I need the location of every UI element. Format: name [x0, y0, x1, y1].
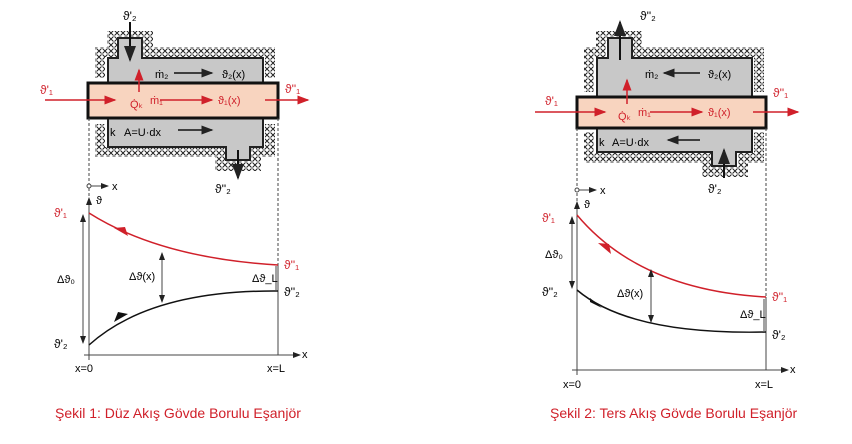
delta-t0-label: Δϑ₀ [57, 274, 75, 286]
delta-tL-label: Δϑ_L [252, 273, 278, 285]
plot-hot-outlet: ϑ''₁ [284, 258, 299, 272]
figure-1-parallel-flow: ϑ'₂ ϑ''₂ ϑ'₁ ϑ''₁ ṁ₂ ϑ₂(x) Q̇ₖ ṁ₁ ϑ₁(x) … [40, 9, 310, 375]
x0-label: x=0 [563, 379, 581, 391]
shell [107, 37, 264, 161]
plot-hot-inlet: ϑ'₁ [542, 211, 555, 225]
figure-2-counter-flow: ϑ''₂ ϑ'₂ ϑ'₁ ϑ''₁ ṁ₂ ϑ₂(x) Q̇ₖ ṁ₁ ϑ₁(x) … [535, 9, 800, 391]
cold-curve [88, 290, 279, 346]
x0-label: x=0 [75, 363, 93, 375]
hot-curve [88, 212, 279, 266]
figure-2-caption: Şekil 2: Ters Akış Gövde Borulu Eşanjör [550, 405, 798, 421]
tube-temp: ϑ₁(x) [708, 107, 731, 119]
y-axis-label: ϑ [584, 199, 590, 211]
x-axis-label: x [790, 364, 796, 376]
hot-curve [576, 214, 767, 298]
shell-temp: ϑ₂(x) [222, 69, 245, 81]
x-direction-label: x [600, 185, 606, 197]
delta-tx-label: Δϑ(x) [617, 288, 643, 300]
hot-outlet-label: ϑ''₁ [285, 82, 300, 96]
cold-inlet-label: ϑ'₂ [708, 182, 722, 196]
shell-mass-flow: ṁ₂ [645, 69, 658, 81]
tube-temp: ϑ₁(x) [218, 95, 241, 107]
plot-cold-outlet: ϑ''₂ [284, 285, 300, 299]
heat-flux-label: Q̇ₖ [130, 98, 143, 111]
delta-tx-label: Δϑ(x) [129, 271, 155, 283]
cold-outlet-label: ϑ''₂ [640, 9, 656, 23]
cold-outlet-label: ϑ''₂ [215, 182, 231, 196]
figure-1-caption: Şekil 1: Düz Akış Gövde Borulu Eşanjör [55, 405, 301, 421]
delta-tL-label: Δϑ_L [740, 309, 766, 321]
area-label: A=U·dx [124, 127, 161, 139]
hot-inlet-label: ϑ'₁ [545, 94, 558, 108]
y-axis-label: ϑ [96, 195, 102, 207]
shell [596, 37, 753, 167]
hot-outlet-label: ϑ''₁ [773, 86, 788, 100]
delta-t0-label: Δϑ₀ [545, 249, 563, 261]
shell-temp: ϑ₂(x) [708, 69, 731, 81]
plot-hot-inlet: ϑ'₁ [54, 206, 67, 220]
tube-mass-flow: ṁ₁ [638, 107, 651, 119]
x-axis-label: x [302, 349, 308, 361]
plot-hot-outlet: ϑ''₁ [772, 290, 787, 304]
tube-mass-flow: ṁ₁ [150, 95, 163, 107]
shell-mass-flow: ṁ₂ [155, 69, 168, 81]
hot-inlet-label: ϑ'₁ [40, 83, 53, 97]
plot-cold-outlet: ϑ''₂ [542, 285, 558, 299]
xL-label: x=L [267, 363, 285, 375]
cold-curve [576, 289, 767, 333]
k-label: k [110, 127, 116, 139]
xL-label: x=L [755, 379, 773, 391]
cold-inlet-label: ϑ'₂ [123, 9, 137, 23]
x-direction-label: x [112, 181, 118, 193]
plot-cold-inlet: ϑ'₂ [54, 337, 68, 351]
heat-flux-label: Q̇ₖ [618, 110, 631, 123]
area-label: A=U·dx [612, 137, 649, 149]
k-label: k [599, 137, 605, 149]
plot-cold-inlet: ϑ'₂ [772, 328, 786, 342]
